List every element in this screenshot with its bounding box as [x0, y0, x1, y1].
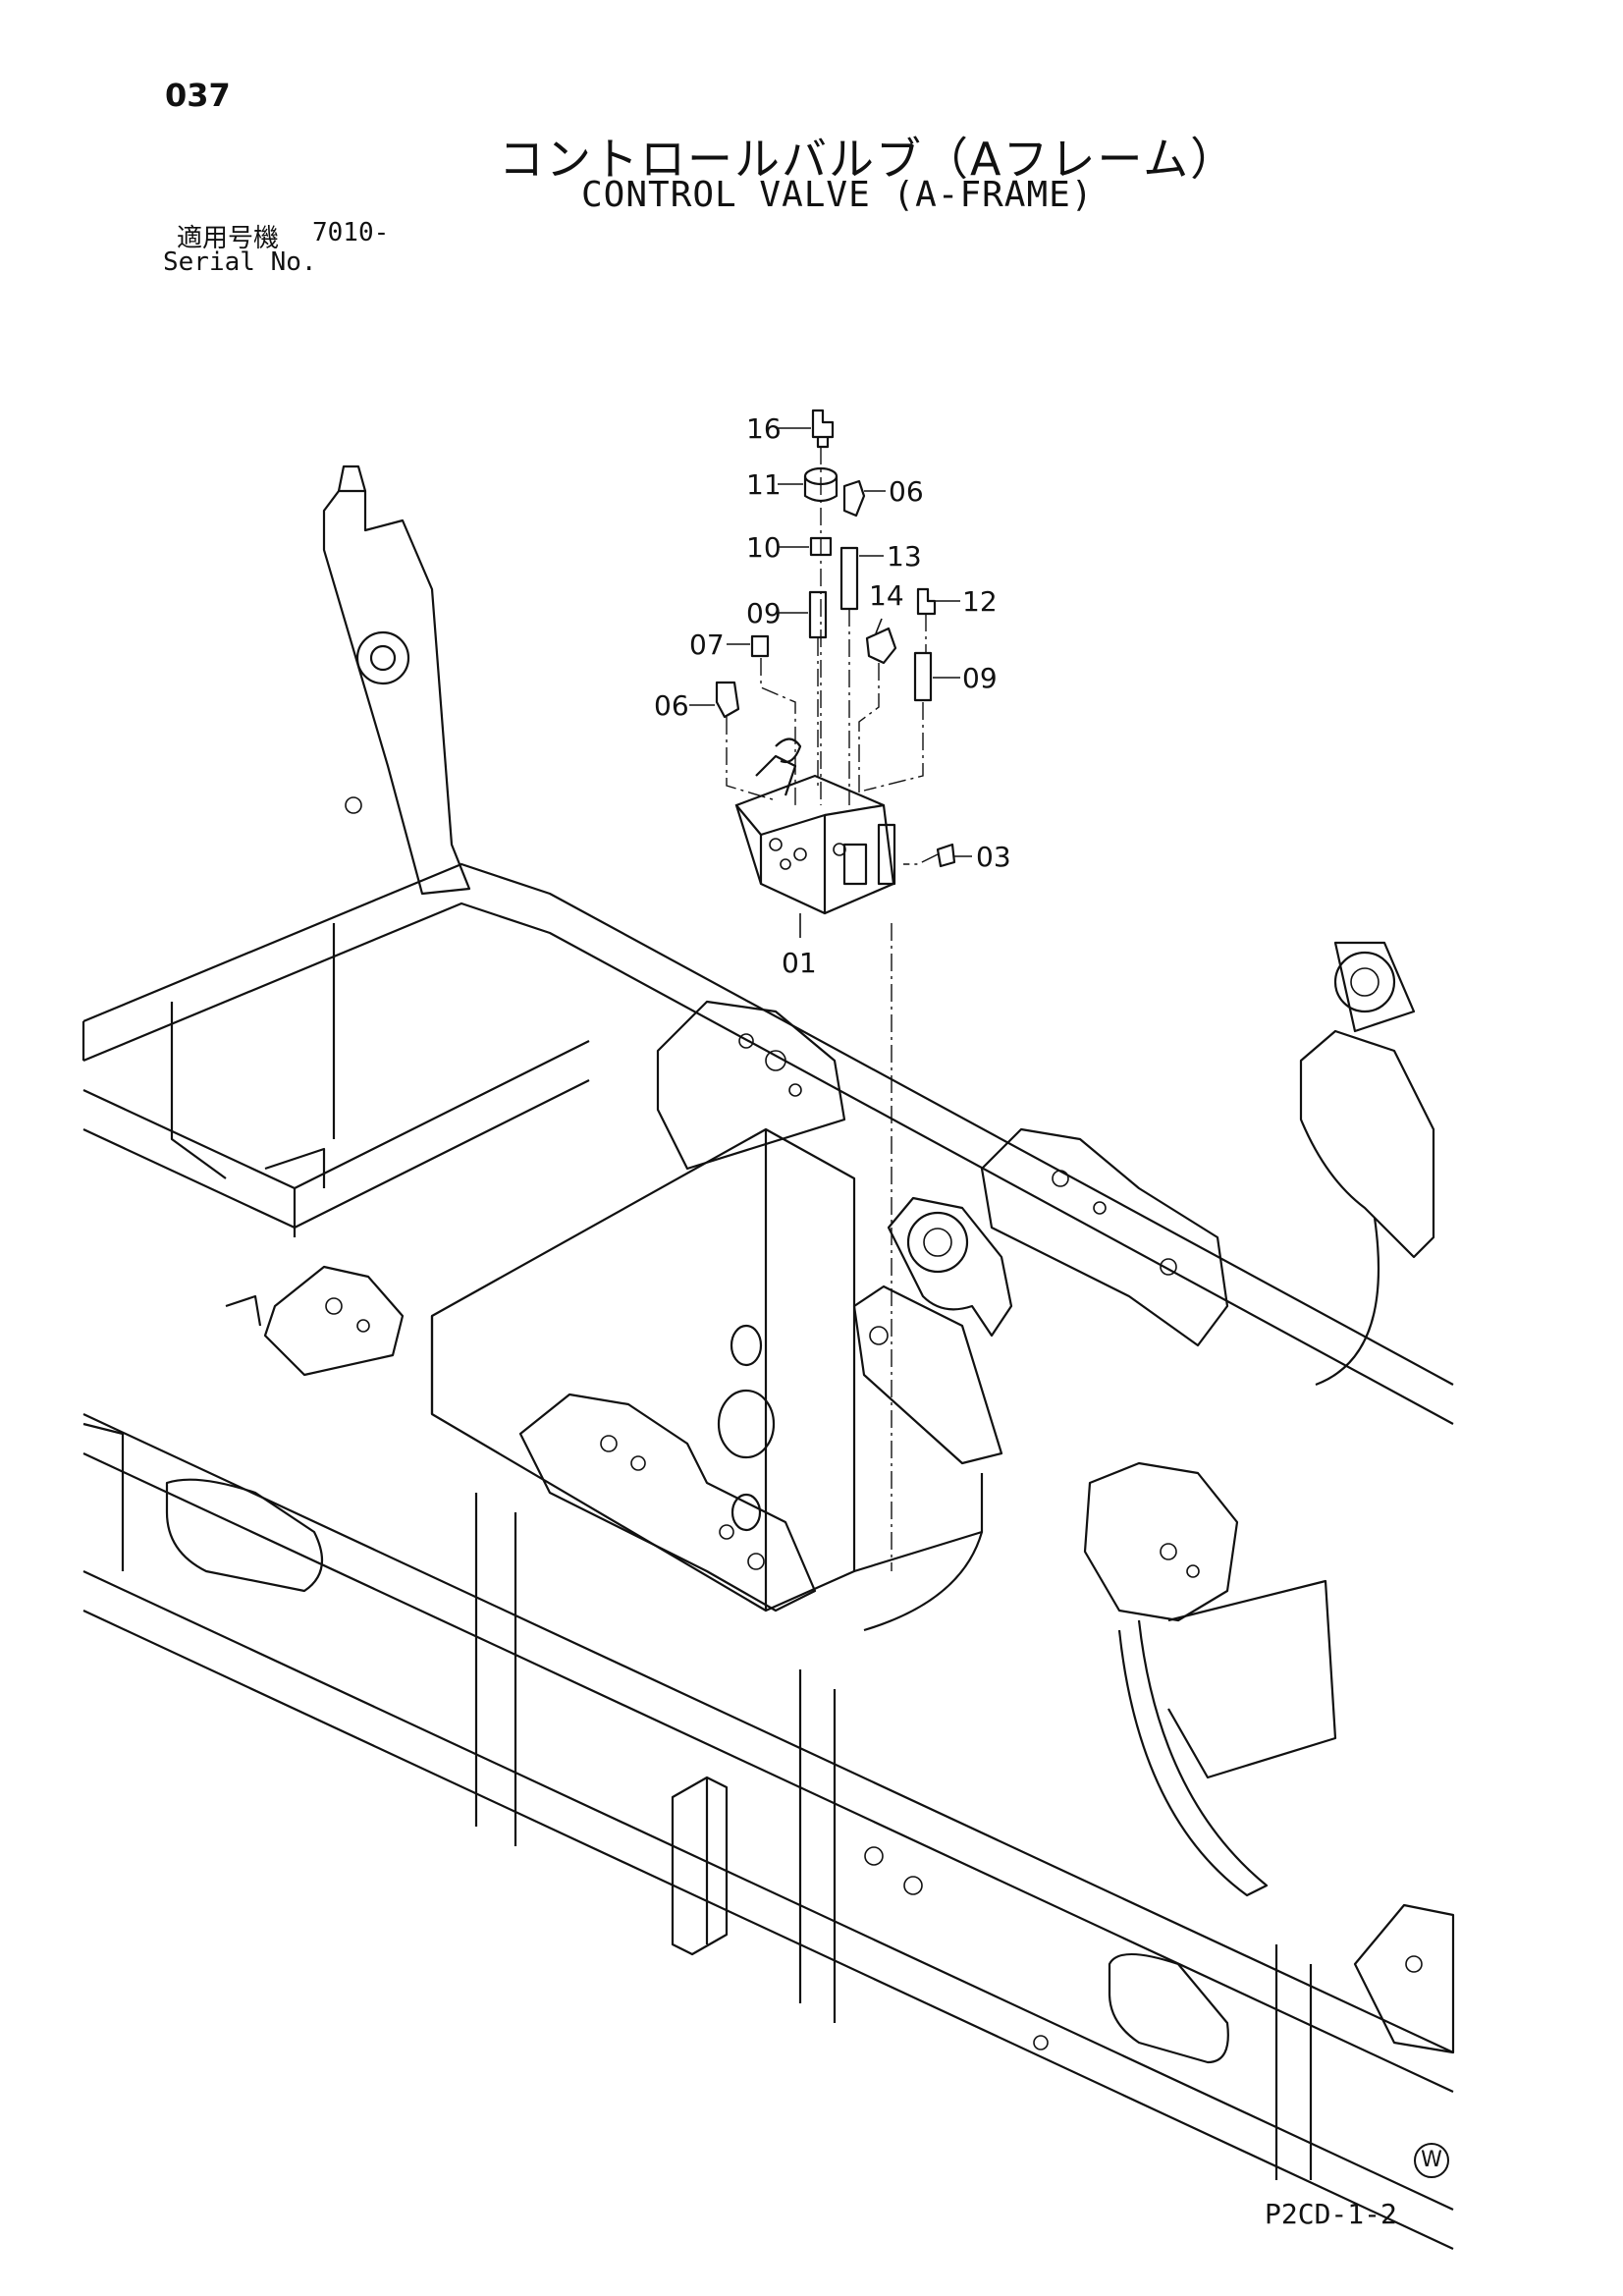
- fitting-14: [865, 627, 897, 665]
- page-code: P2CD-1-2: [1265, 2198, 1397, 2230]
- fitting-12: [916, 587, 937, 616]
- serial-label-english: Serial No.: [163, 247, 317, 277]
- lug-bracket-center-upper: [656, 1000, 846, 1171]
- fitting-10: [809, 536, 833, 557]
- callout-06-upper: 06: [889, 475, 924, 508]
- callout-03: 03: [976, 841, 1011, 873]
- lug-bracket-center-lower: [518, 1393, 817, 1613]
- serial-value: 7010-: [312, 218, 390, 247]
- fitting-07: [750, 634, 770, 658]
- bolt-03: [936, 843, 956, 868]
- page-title-english: CONTROL VALVE (A-FRAME): [581, 175, 1094, 215]
- fitting-16: [811, 409, 835, 449]
- a-frame-upright-plate: [322, 465, 471, 896]
- callout-06-lower: 06: [654, 689, 689, 722]
- arm-plate-lower-right: [1083, 1461, 1337, 1897]
- callout-13: 13: [887, 540, 922, 573]
- assembly-guide-lines: [726, 447, 939, 1571]
- lower-right-lug: [1353, 1903, 1455, 2054]
- fitting-06-upper: [842, 479, 866, 518]
- arm-plate-center: [852, 1196, 1013, 1465]
- lug-bracket-left: [225, 1265, 405, 1377]
- upper-frame-rails: [81, 862, 1454, 1425]
- control-valve-body: [734, 738, 896, 915]
- fitting-13: [839, 546, 859, 611]
- callout-09-left: 09: [746, 597, 782, 629]
- callout-16: 16: [746, 412, 782, 445]
- w-mark-symbol: W: [1414, 2143, 1449, 2178]
- fitting-09-right: [913, 651, 933, 702]
- callout-11: 11: [746, 468, 782, 501]
- arm-plate-right: [1299, 941, 1435, 1387]
- page-title-japanese: コントロールバルブ（Aフレーム）: [499, 133, 1238, 186]
- callout-09-right: 09: [962, 662, 998, 694]
- lower-frame-rails: [82, 1413, 1454, 2250]
- callout-10: 10: [746, 531, 782, 564]
- lug-bracket-right-upper: [980, 1127, 1229, 1347]
- lower-block-bracket: [671, 1776, 729, 1956]
- callout-14: 14: [869, 579, 904, 612]
- page-number: 037: [165, 77, 231, 114]
- serial-label-japanese: 適用号機: [177, 224, 280, 253]
- fitting-09-left: [808, 590, 828, 639]
- callout-07: 07: [689, 629, 725, 661]
- callout-leaders: [689, 427, 972, 938]
- fitting-06-lower: [715, 681, 740, 719]
- callout-12: 12: [962, 585, 998, 618]
- central-box-frame: [430, 1127, 984, 1632]
- callout-01: 01: [782, 947, 817, 979]
